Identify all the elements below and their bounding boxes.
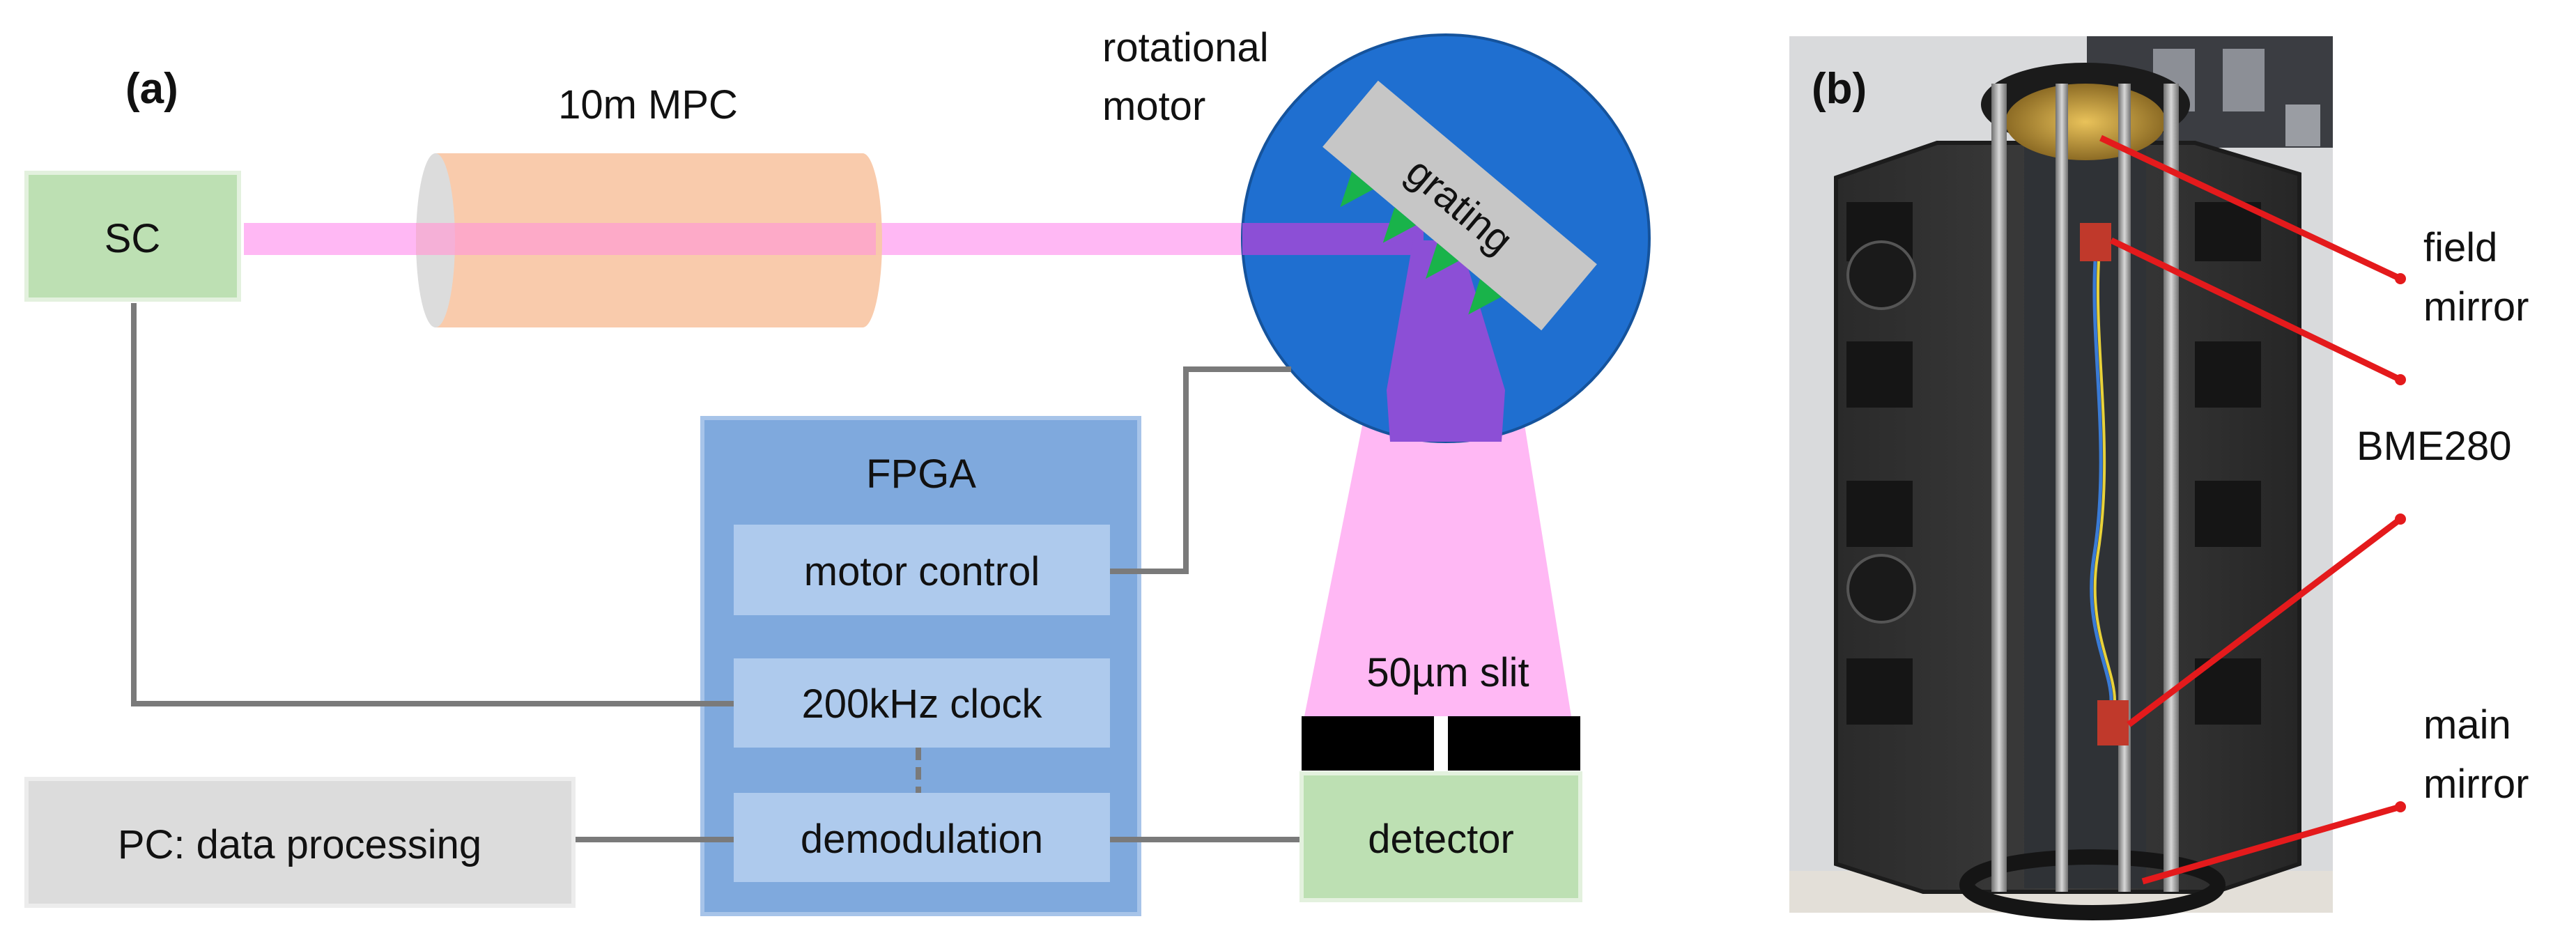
motor-label-line2: motor: [1102, 84, 1205, 129]
sc-clock-wire: [131, 303, 734, 706]
mpc-photo: [1789, 36, 2333, 920]
detector-label: detector: [1368, 817, 1514, 862]
bme280-label: BME280: [2357, 424, 2511, 469]
panel-a-label: (a): [125, 65, 178, 113]
mpc-cylinder: [416, 153, 882, 327]
pointer-bme280-bottom: [2127, 516, 2403, 727]
sc-box: [24, 171, 241, 302]
panel-b-label: (b): [1812, 65, 1867, 113]
slit-right-blade: [1448, 716, 1580, 771]
panel-a: (a) SC 10m MPC rotational motor: [24, 25, 1651, 916]
pc-box: [24, 777, 576, 908]
mpc-label: 10m MPC: [558, 82, 738, 128]
fpga-title: FPGA: [866, 451, 976, 497]
motor-label-line1: rotational: [1102, 25, 1269, 70]
pointer-bme280-top: [2110, 237, 2402, 383]
panel-b: (b) field mirror BME280 main mirror: [1789, 36, 2529, 920]
motor-control-wire: [1110, 366, 1291, 574]
slit-label: 50µm slit: [1366, 650, 1529, 695]
pointer-bme280-bottom-dot: [2395, 513, 2406, 525]
pointer-main-mirror-dot: [2395, 801, 2406, 812]
pointer-field-mirror: [2099, 134, 2402, 282]
motor-control-box: [734, 525, 1110, 615]
main-mirror-label-line1: main: [2423, 702, 2511, 748]
pointer-field-mirror-dot: [2395, 273, 2406, 284]
demodulation-label: demodulation: [801, 817, 1043, 862]
detector-box: [1299, 771, 1582, 902]
field-mirror-label-line1: field: [2423, 225, 2497, 270]
main-mirror-label-line2: mirror: [2423, 762, 2529, 807]
demodulation-box: [734, 793, 1110, 882]
clock-label: 200kHz clock: [802, 681, 1043, 727]
sc-label: SC: [105, 216, 161, 261]
field-mirror-label-line2: mirror: [2423, 284, 2529, 330]
pointer-main-mirror: [2141, 803, 2402, 885]
pointer-bme280-top-dot: [2395, 374, 2406, 385]
diffracted-beam-on-disc: [1387, 240, 1505, 442]
motor-control-label: motor control: [804, 549, 1040, 594]
pc-label: PC: data processing: [118, 822, 481, 867]
slit-left-blade: [1302, 716, 1434, 771]
grating: grating: [1322, 80, 1597, 331]
clock-box: [734, 658, 1110, 748]
